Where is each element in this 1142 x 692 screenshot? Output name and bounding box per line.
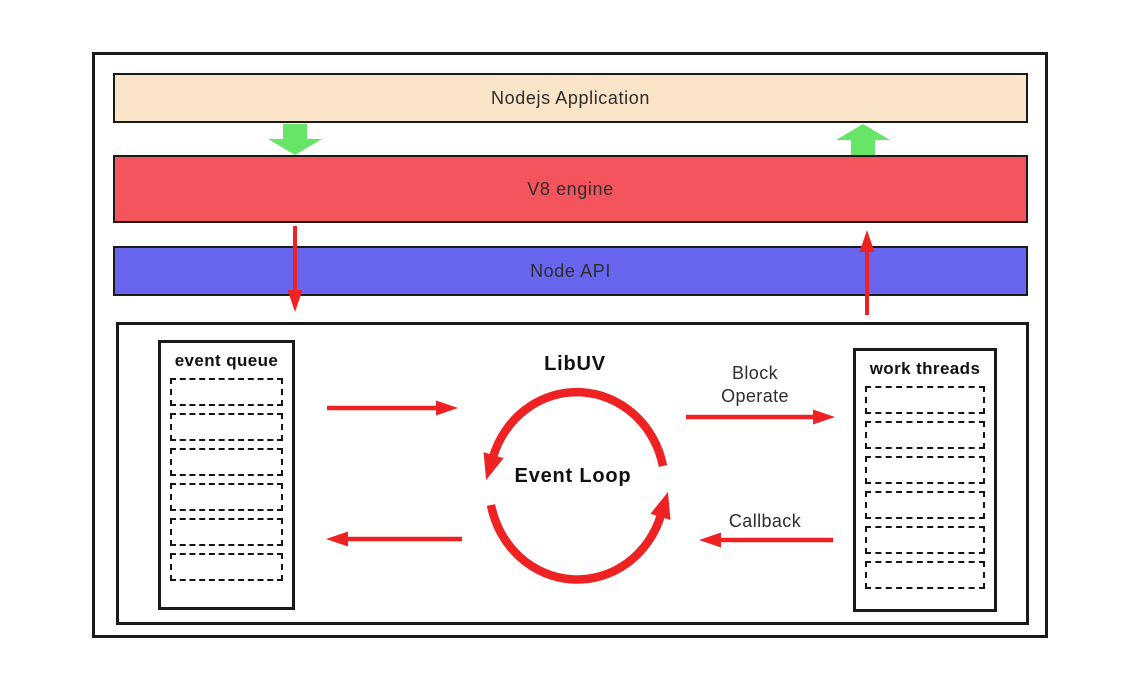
thread-slot xyxy=(865,526,985,554)
node-api-bar: Node API xyxy=(113,246,1028,296)
thread-slot xyxy=(865,386,985,414)
thread-slot xyxy=(865,491,985,519)
event-loop-label: Event Loop xyxy=(514,465,632,487)
block-operate-line2: Operate xyxy=(721,386,789,406)
libuv-title: LibUV xyxy=(544,353,606,375)
v8-engine-bar: V8 engine xyxy=(113,155,1028,223)
event-queue-slots xyxy=(161,378,292,581)
thread-slot xyxy=(865,421,985,449)
block-operate-label: Block Operate xyxy=(721,362,789,408)
queue-slot xyxy=(170,413,283,441)
queue-slot xyxy=(170,518,283,546)
nodejs-application-bar: Nodejs Application xyxy=(113,73,1028,123)
queue-slot xyxy=(170,483,283,511)
node-api-label: Node API xyxy=(530,260,611,281)
v8-engine-label: V8 engine xyxy=(527,178,614,199)
queue-slot xyxy=(170,378,283,406)
nodejs-application-label: Nodejs Application xyxy=(491,87,650,108)
event-queue-title: event queue xyxy=(174,351,279,370)
thread-slot xyxy=(865,456,985,484)
work-threads-slots xyxy=(856,386,994,589)
event-queue-box: event queue xyxy=(158,340,295,610)
queue-slot xyxy=(170,448,283,476)
block-operate-line1: Block xyxy=(731,363,778,383)
queue-slot xyxy=(170,553,283,581)
work-threads-title: work threads xyxy=(869,359,981,378)
callback-label: Callback xyxy=(728,511,802,531)
work-threads-box: work threads xyxy=(853,348,997,612)
thread-slot xyxy=(865,561,985,589)
